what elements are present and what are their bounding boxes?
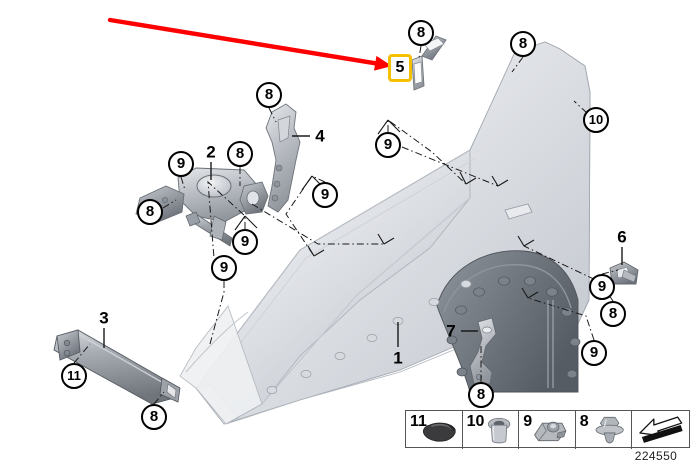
highlighted-part-label-5[interactable]: 5	[388, 54, 412, 82]
callout-9-part2-upper[interactable]: 9	[168, 151, 194, 177]
legend-cell-8[interactable]: 8	[576, 411, 633, 449]
part-label-3: 3	[99, 308, 109, 328]
part-5-bracket	[411, 35, 447, 91]
callout-8-part2-left[interactable]: 8	[137, 199, 163, 225]
corner-arrow-icon	[639, 416, 684, 443]
callout-9-upper-mid[interactable]: 9	[375, 132, 401, 158]
callout-8-part4-bracket[interactable]: 8	[256, 82, 282, 108]
part-label-1: 1	[393, 348, 403, 368]
diagram-id-number: 224550	[634, 449, 678, 462]
callout-8-upper-right-panel[interactable]: 8	[510, 31, 536, 57]
callout-11-rail[interactable]: 11	[61, 363, 87, 389]
part-label-7: 7	[446, 321, 456, 341]
callout-8-part2-right[interactable]: 8	[227, 141, 253, 167]
curved-clip-icon	[422, 422, 456, 442]
legend-number-8: 8	[579, 413, 589, 430]
legend-cell-11[interactable]: 11	[406, 411, 463, 449]
parts-legend: 11 10 9	[405, 410, 690, 449]
grommet-rivet-icon	[487, 417, 510, 444]
legend-cell-9[interactable]: 9	[519, 411, 576, 449]
part-label-2: 2	[206, 142, 216, 162]
part-label-6: 6	[617, 227, 627, 247]
legend-number-11: 11	[410, 413, 427, 430]
push-pin-rivet-icon	[595, 416, 624, 444]
part-3-rail	[53, 329, 181, 405]
legend-number-9: 9	[523, 413, 533, 430]
part-6-bracket	[609, 261, 639, 285]
callout-9-mid-left[interactable]: 9	[312, 182, 338, 208]
callout-9-lower-left[interactable]: 9	[211, 255, 237, 281]
callout-9-right-upper[interactable]: 9	[589, 274, 615, 300]
callout-8-rail[interactable]: 8	[141, 404, 167, 430]
callout-10-right-edge[interactable]: 10	[583, 107, 609, 133]
callout-8-top-bracket[interactable]: 8	[408, 20, 434, 46]
part-4-bracket	[265, 103, 301, 213]
legend-cell-direction[interactable]	[632, 411, 689, 449]
part-label-4: 4	[315, 126, 325, 146]
callout-bracket-ticks	[234, 119, 539, 299]
legend-number-10: 10	[466, 413, 485, 430]
part-7-bracket	[469, 317, 497, 385]
speed-nut-clip-icon	[534, 421, 567, 442]
legend-cell-10[interactable]: 10	[463, 411, 520, 449]
callout-8-right-mid[interactable]: 8	[600, 301, 626, 327]
callout-9-right-lower[interactable]: 9	[581, 340, 607, 366]
callout-8-part7[interactable]: 8	[468, 382, 494, 408]
callout-9-lower-mid[interactable]: 9	[232, 229, 258, 255]
